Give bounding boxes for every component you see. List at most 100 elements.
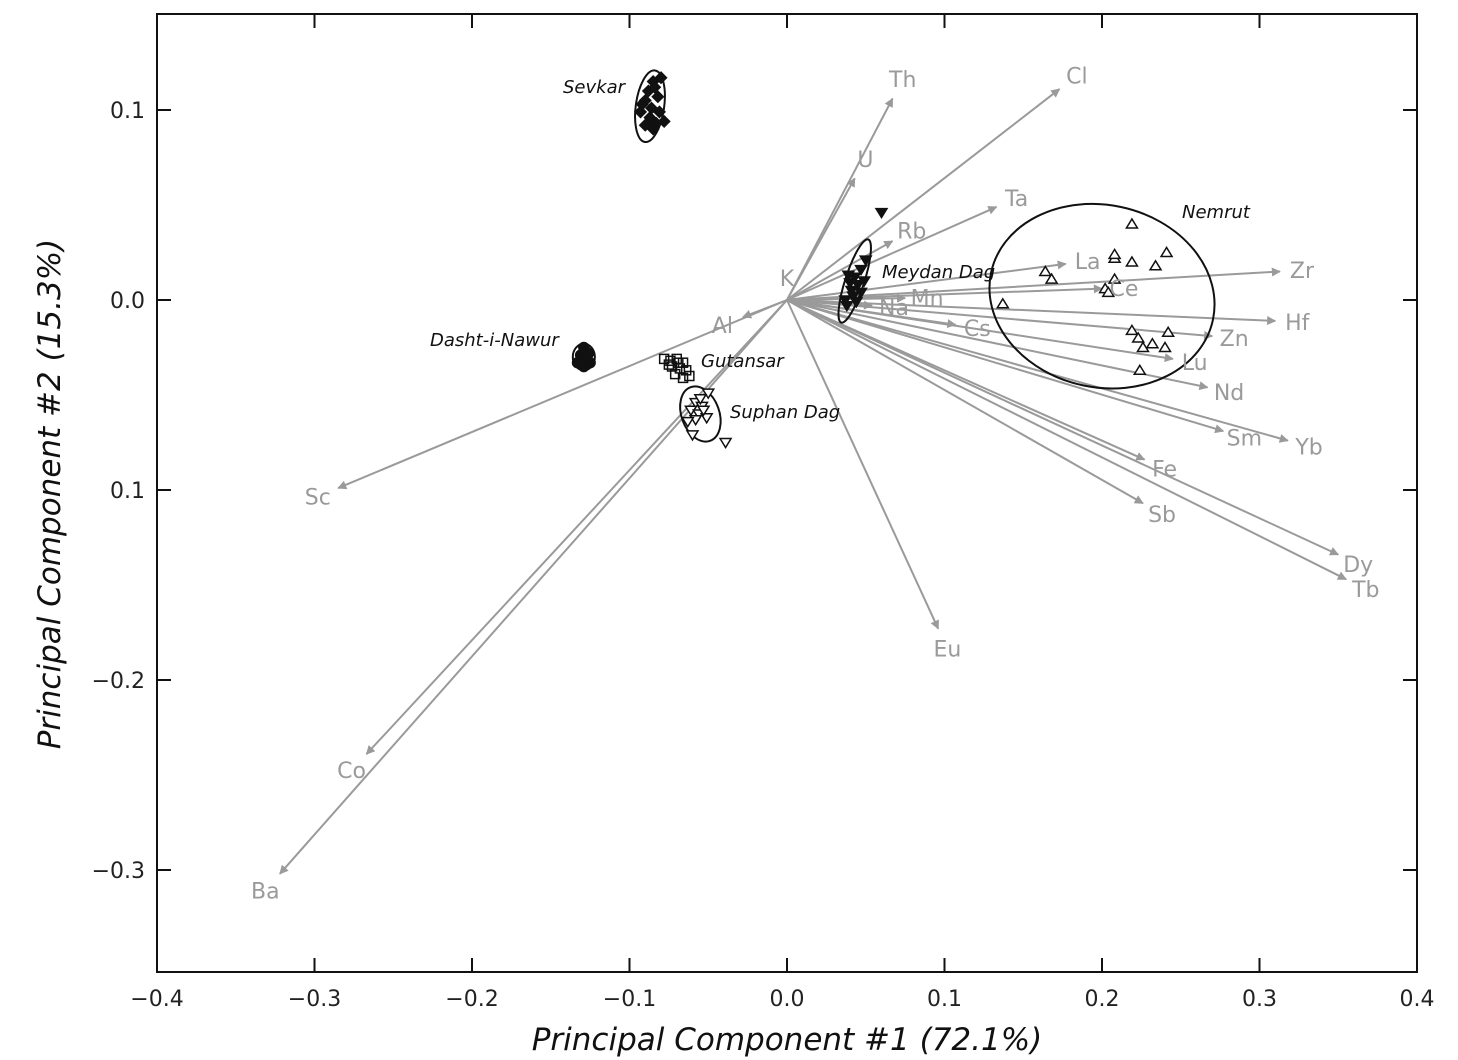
vector-zr [786,267,1281,301]
x-tick-label: 0.1 [927,987,962,1012]
vector-zn [786,299,1214,340]
point-nemrut [1044,272,1059,284]
point-nemrut [1136,341,1150,353]
vector-label-zr: Zr [1290,259,1315,284]
point-sevkar [646,122,660,136]
y-tick-label: 0.0 [110,289,145,314]
vector-label-ta: Ta [1004,187,1028,212]
group-label-dasht-i-nawur: Dasht-i-Nawur [430,330,560,351]
point-suphan-dag [701,388,716,400]
group-label-nemrut: Nemrut [1182,202,1251,223]
y-tick-label: 0.1 [110,99,145,124]
y-axis-title: Principal Component #2 (15.3%) [32,239,68,750]
vector-label-yb: Yb [1294,436,1322,461]
point-meydan-dag [858,255,873,267]
vector-dy [786,299,1340,556]
vector-sb [786,299,1144,505]
vector-label-sm: Sm [1227,426,1262,451]
point-suphan-dag [685,430,700,442]
point-suphan-dag [680,416,695,429]
point-dasht-i-nawur [578,360,590,373]
point-nemrut [1125,255,1139,267]
vector-label-cl: Cl [1066,65,1087,90]
point-sevkar [648,80,662,94]
vector-label-la: La [1075,250,1101,275]
point-sevkar [635,97,649,111]
vector-label-dy: Dy [1343,553,1373,578]
point-nemrut [1107,247,1122,260]
x-tick-label: 0.2 [1085,987,1120,1012]
point-gutansar [680,365,692,376]
x-tick-label: −0.3 [288,987,341,1012]
sample-points [571,71,1175,449]
point-nemrut [1107,272,1122,284]
point-nemrut [1125,323,1139,336]
x-tick-label: −0.2 [445,987,498,1012]
point-nemrut [995,297,1010,309]
point-nemrut [1159,246,1174,258]
vector-sm [786,299,1225,434]
vector-rb [786,240,894,301]
vector-label-sc: Sc [305,486,331,511]
vector-label-u: U [857,148,873,173]
vector-label-na: Na [879,296,909,321]
point-meydan-dag [838,295,853,307]
ellipse-suphan-dag [679,385,722,443]
point-meydan-dag [841,270,856,282]
point-meydan-dag [857,276,872,288]
vector-label-lu: Lu [1182,351,1208,376]
point-nemrut [1148,259,1163,271]
vector-label-tb: Tb [1351,578,1379,603]
vector-label-sb: Sb [1148,503,1176,528]
point-meydan-dag [840,300,854,313]
vector-sc [337,299,788,490]
point-nemrut [1132,363,1147,376]
vector-label-eu: Eu [933,638,961,663]
vector-label-th: Th [888,68,916,93]
point-nemrut [1125,217,1139,229]
group-label-suphan-dag: Suphan Dag [730,402,840,423]
point-gutansar [684,370,695,382]
x-tick-label: 0.4 [1400,987,1435,1012]
plot-frame [156,13,1418,973]
vector-label-ce: Ce [1110,277,1139,302]
vector-lu [786,299,1174,363]
point-suphan-dag [699,413,714,425]
vector-label-nd: Nd [1214,381,1244,406]
vector-tb [786,299,1347,581]
x-tick-label: −0.1 [603,987,656,1012]
vector-label-hf: Hf [1285,311,1311,336]
point-meydan-dag [843,278,857,290]
point-nemrut [1038,265,1053,277]
point-sevkar [654,71,668,85]
vector-label-mn: Mn [911,287,944,312]
point-meydan-dag [851,280,865,292]
vector-ba [279,299,788,875]
vector-co [365,299,788,755]
y-tick-label: −0.3 [92,859,145,884]
point-gutansar [677,372,689,384]
point-sevkar [651,90,665,104]
vector-hf [786,299,1277,326]
group-label-sevkar: Sevkar [563,77,627,98]
ellipse-nemrut [988,202,1216,390]
vector-label-zn: Zn [1220,327,1249,352]
point-meydan-dag [846,291,860,303]
point-meydan-dag [874,207,889,220]
group-label-gutansar: Gutansar [701,351,785,372]
x-tick-label: −0.4 [130,987,183,1012]
group-label-meydan-dag: Meydan Dag [882,262,995,283]
vector-la [786,260,1067,301]
point-nemrut [1161,325,1175,338]
vector-u [786,177,856,301]
point-dasht-i-nawur [581,351,593,363]
y-tick-label: −0.2 [92,669,145,694]
point-suphan-dag [696,405,711,417]
point-nemrut [1145,337,1160,349]
point-nemrut [1158,341,1172,353]
loading-vectors [279,88,1347,875]
vector-cl [786,88,1061,301]
